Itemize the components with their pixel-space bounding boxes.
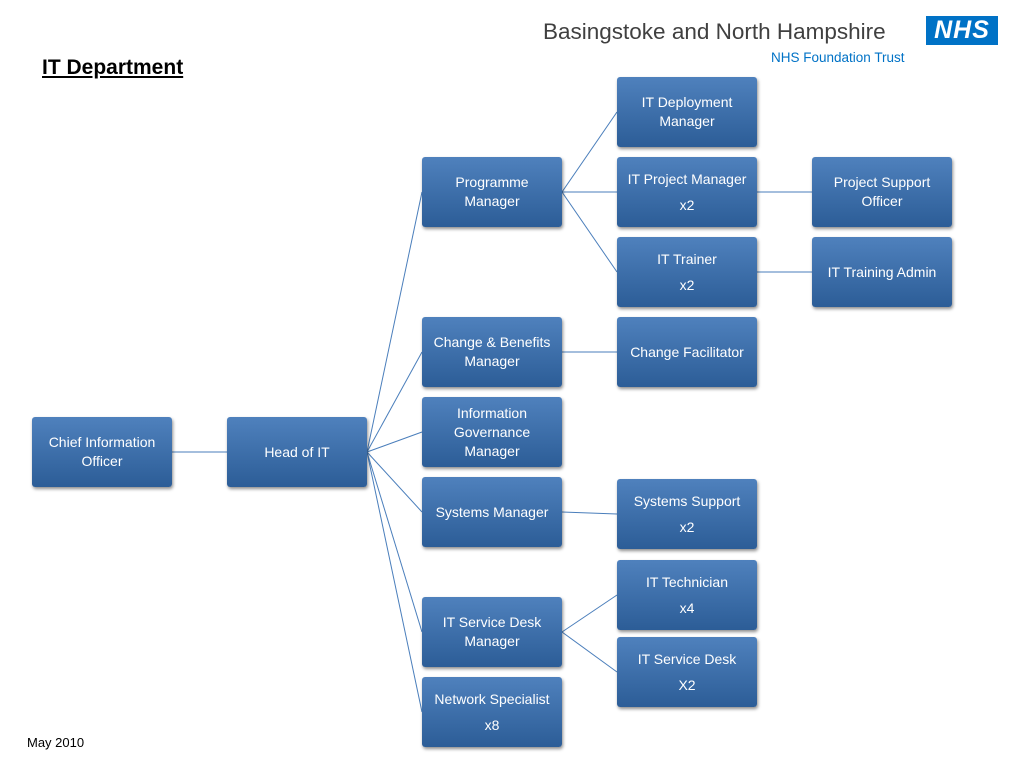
systems-manager-box: Systems Manager xyxy=(422,477,562,547)
nhs-logo: NHS xyxy=(926,16,998,45)
box-label: IT Trainer xyxy=(657,250,717,267)
box-count: x2 xyxy=(679,196,695,213)
information-governance-manager-box: Information Governance Manager xyxy=(422,397,562,467)
change-facilitator-box: Change Facilitator xyxy=(617,317,757,387)
box-label: IT Training Admin xyxy=(827,263,937,280)
box-label: Systems Support xyxy=(633,492,741,509)
box-label: IT Project Manager xyxy=(627,170,747,187)
connector-pm-train xyxy=(561,191,618,273)
page-title: IT Department xyxy=(42,56,184,79)
connector-hoit-cbm xyxy=(366,351,423,453)
connector-hoit-igm xyxy=(366,431,423,453)
box-label: IT Service Desk Manager xyxy=(442,614,542,649)
box-label: Head of IT xyxy=(264,443,330,460)
connector-hoit-ns xyxy=(366,451,423,713)
box-label: Information Governance Manager xyxy=(453,404,531,459)
it-project-manager-box: IT Project Manager x2 xyxy=(617,157,757,227)
box-label: Chief Information Officer xyxy=(48,434,156,469)
connector-hoit-sm xyxy=(366,451,423,513)
organisation-subtitle: NHS Foundation Trust xyxy=(771,50,905,65)
it-trainer-box: IT Trainer x2 xyxy=(617,237,757,307)
head-of-it-box: Head of IT xyxy=(227,417,367,487)
box-count: x2 xyxy=(679,276,695,293)
chief-information-officer-box: Chief Information Officer xyxy=(32,417,172,487)
box-count: x2 xyxy=(679,518,695,535)
connector-pm-dep xyxy=(561,111,618,193)
systems-support-box: Systems Support x2 xyxy=(617,479,757,549)
box-label: Project Support Officer xyxy=(833,174,931,209)
box-count: X2 xyxy=(678,676,696,693)
network-specialist-box: Network Specialist x8 xyxy=(422,677,562,747)
connector-hoit-pm xyxy=(366,191,423,453)
box-count: x4 xyxy=(679,599,695,616)
it-service-desk-box: IT Service Desk X2 xyxy=(617,637,757,707)
box-label: IT Deployment Manager xyxy=(641,94,733,129)
connector-hoit-sdm xyxy=(366,451,423,633)
box-label: Systems Manager xyxy=(435,503,549,520)
it-technician-box: IT Technician x4 xyxy=(617,560,757,630)
programme-manager-box: Programme Manager xyxy=(422,157,562,227)
organisation-name: Basingstoke and North Hampshire xyxy=(543,19,886,44)
box-label: IT Technician xyxy=(646,573,728,590)
it-training-admin-box: IT Training Admin xyxy=(812,237,952,307)
change-benefits-manager-box: Change & Benefits Manager xyxy=(422,317,562,387)
box-count: x8 xyxy=(484,716,500,733)
connector-sm-ss xyxy=(561,511,618,515)
connector-sdm-sd xyxy=(561,631,618,673)
connector-sdm-tech xyxy=(561,594,618,633)
footer-date: May 2010 xyxy=(27,735,85,750)
box-label: Change Facilitator xyxy=(630,343,744,360)
project-support-officer-box: Project Support Officer xyxy=(812,157,952,227)
it-deployment-manager-box: IT Deployment Manager xyxy=(617,77,757,147)
it-service-desk-manager-box: IT Service Desk Manager xyxy=(422,597,562,667)
box-label: IT Service Desk xyxy=(637,650,737,667)
box-label: Change & Benefits Manager xyxy=(433,334,551,369)
box-label: Network Specialist xyxy=(434,690,550,707)
box-label: Programme Manager xyxy=(455,174,529,209)
